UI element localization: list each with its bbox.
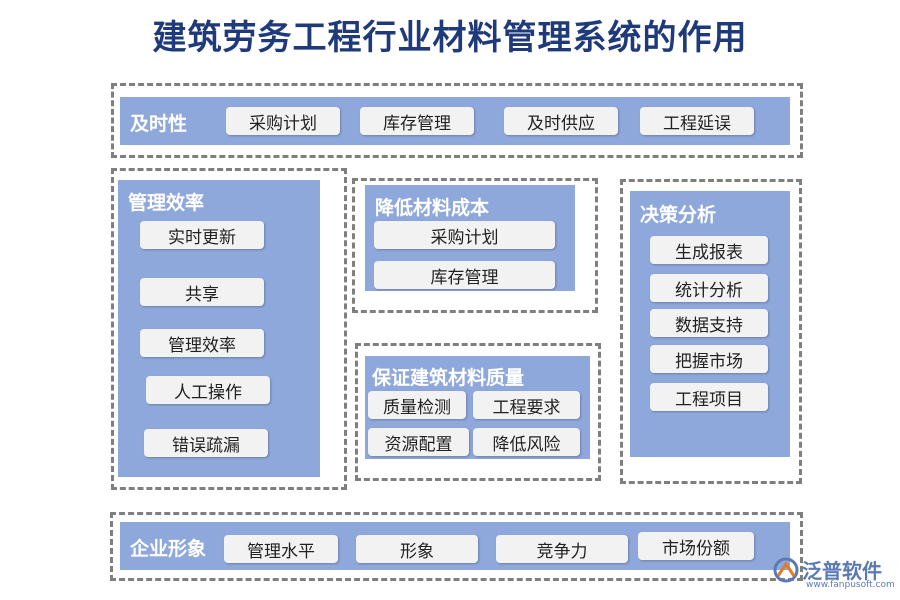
cost-frame bbox=[352, 178, 598, 313]
decision-item: 工程项目 bbox=[650, 383, 768, 411]
quality-item: 工程要求 bbox=[473, 391, 580, 419]
cost-label: 降低材料成本 bbox=[375, 197, 490, 219]
efficiency-item: 错误疏漏 bbox=[144, 429, 268, 457]
quality-label: 保证建筑材料质量 bbox=[372, 367, 525, 389]
decision-frame bbox=[620, 179, 802, 484]
image-panel: 企业形象 管理水平 形象 竞争力 市场份额 bbox=[120, 522, 790, 570]
decision-item: 数据支持 bbox=[650, 309, 768, 337]
efficiency-frame bbox=[111, 168, 347, 490]
page-title: 建筑劳务工程行业材料管理系统的作用 bbox=[152, 18, 748, 58]
image-frame bbox=[110, 512, 803, 581]
efficiency-item: 管理效率 bbox=[140, 329, 264, 357]
timeliness-frame bbox=[111, 83, 803, 158]
quality-item: 降低风险 bbox=[473, 428, 580, 456]
quality-frame bbox=[355, 343, 601, 481]
image-item: 市场份额 bbox=[638, 532, 754, 560]
efficiency-item: 人工操作 bbox=[146, 376, 270, 404]
cost-item: 库存管理 bbox=[374, 261, 555, 289]
quality-item: 质量检测 bbox=[368, 391, 466, 419]
decision-panel: 决策分析 生成报表 统计分析 数据支持 把握市场 工程项目 bbox=[630, 191, 790, 457]
timeliness-item: 采购计划 bbox=[226, 107, 340, 135]
timeliness-item: 及时供应 bbox=[504, 107, 618, 135]
logo-url: www.fanpusoft.com bbox=[806, 580, 895, 590]
logo-name: 泛普软件 bbox=[802, 559, 882, 583]
timeliness-panel: 及时性 采购计划 库存管理 及时供应 工程延误 bbox=[120, 97, 790, 145]
image-item: 形象 bbox=[356, 535, 478, 563]
timeliness-item: 库存管理 bbox=[360, 107, 474, 135]
efficiency-panel: 管理效率 实时更新 共享 管理效率 人工操作 错误疏漏 bbox=[118, 180, 320, 477]
cost-panel: 降低材料成本 采购计划 库存管理 bbox=[365, 185, 575, 291]
decision-item: 统计分析 bbox=[650, 274, 768, 302]
quality-item: 资源配置 bbox=[368, 428, 469, 456]
decision-item: 把握市场 bbox=[650, 345, 768, 373]
image-label: 企业形象 bbox=[130, 538, 207, 560]
cost-item: 采购计划 bbox=[374, 221, 555, 249]
decision-label: 决策分析 bbox=[640, 204, 717, 226]
image-item: 管理水平 bbox=[224, 535, 338, 563]
timeliness-label: 及时性 bbox=[130, 113, 188, 135]
quality-panel: 保证建筑材料质量 质量检测 工程要求 资源配置 降低风险 bbox=[365, 356, 590, 459]
image-item: 竞争力 bbox=[496, 535, 628, 563]
efficiency-item: 实时更新 bbox=[140, 221, 264, 249]
efficiency-label: 管理效率 bbox=[128, 192, 205, 214]
brand-logo: 泛普软件 www.fanpusoft.com bbox=[770, 553, 895, 597]
fanpu-logo-icon bbox=[773, 557, 799, 583]
decision-item: 生成报表 bbox=[650, 236, 768, 264]
efficiency-item: 共享 bbox=[140, 278, 264, 306]
timeliness-item: 工程延误 bbox=[640, 107, 754, 135]
